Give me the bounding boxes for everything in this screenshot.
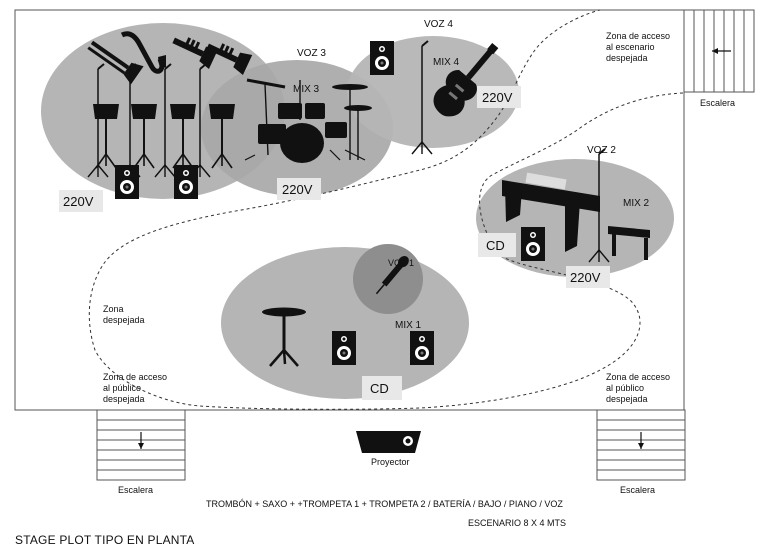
bar-table-icon <box>262 307 306 367</box>
piano-bench-icon <box>608 226 650 260</box>
power-label-horns: 220V <box>63 194 94 209</box>
trumpet-2-icon <box>206 43 253 75</box>
mix2-label: MIX 2 <box>623 198 650 209</box>
power-label-drums: 220V <box>282 182 313 197</box>
lineup-text: TROMBÓN + SAXO + +TROMPETA 1 + TROMPETA … <box>206 499 563 509</box>
voz4-label: VOZ 4 <box>424 19 453 30</box>
mix1-label: MIX 1 <box>395 320 422 331</box>
arrow-down-icon <box>638 432 644 449</box>
projector-label: Proyector <box>371 457 410 467</box>
mix3-label: MIX 3 <box>293 84 320 95</box>
mix4-label: MIX 4 <box>433 57 460 68</box>
voz3-label: VOZ 3 <box>297 48 326 59</box>
public-access-right-note: Zona de acceso al público despejada <box>606 372 673 404</box>
voz1-label: VOZ 1 <box>388 258 414 268</box>
arrow-down-icon <box>138 432 144 449</box>
cd-label-front: CD <box>370 381 389 396</box>
power-label-guitar: 220V <box>482 90 513 105</box>
power-label-piano: 220V <box>570 270 601 285</box>
stair-bottom-right <box>596 409 686 481</box>
projector-icon <box>356 431 421 453</box>
handheld-mic-icon <box>375 256 409 295</box>
piano-icon <box>502 172 600 252</box>
footer-title: STAGE PLOT TIPO EN PLANTA <box>15 533 195 547</box>
stair-bottom-left <box>96 409 186 481</box>
monitor-speaker-icon <box>174 165 198 199</box>
stair-top-right-label: Escalera <box>700 98 735 108</box>
stair-top-right <box>683 9 755 93</box>
zone-front <box>221 247 469 399</box>
cd-label-piano: CD <box>486 238 505 253</box>
monitor-speaker-icon <box>115 165 139 199</box>
drum-kit-icon <box>244 78 372 163</box>
trombone-icon <box>87 40 144 85</box>
saxophone-icon <box>120 31 166 74</box>
voz2-label: VOZ 2 <box>587 145 616 156</box>
stair-bottom-left-label: Escalera <box>118 485 153 495</box>
public-access-left-note: Zona de acceso al público despejada <box>103 372 170 404</box>
electric-guitar-icon <box>433 42 499 117</box>
backstage-note: Zona de acceso al escenario despejada <box>606 31 673 63</box>
stage-outline <box>14 9 685 411</box>
free-zone-note: Zona despejada <box>103 304 145 325</box>
stair-bottom-right-label: Escalera <box>620 485 655 495</box>
monitor-speaker-icon <box>410 331 434 365</box>
monitor-speaker-icon <box>521 227 545 261</box>
arrow-left-icon <box>712 48 731 54</box>
monitor-speaker-icon <box>370 41 394 75</box>
monitor-speaker-icon <box>332 331 356 365</box>
free-zone-outline <box>88 9 684 410</box>
stage-size-text: ESCENARIO 8 X 4 MTS <box>468 518 566 528</box>
